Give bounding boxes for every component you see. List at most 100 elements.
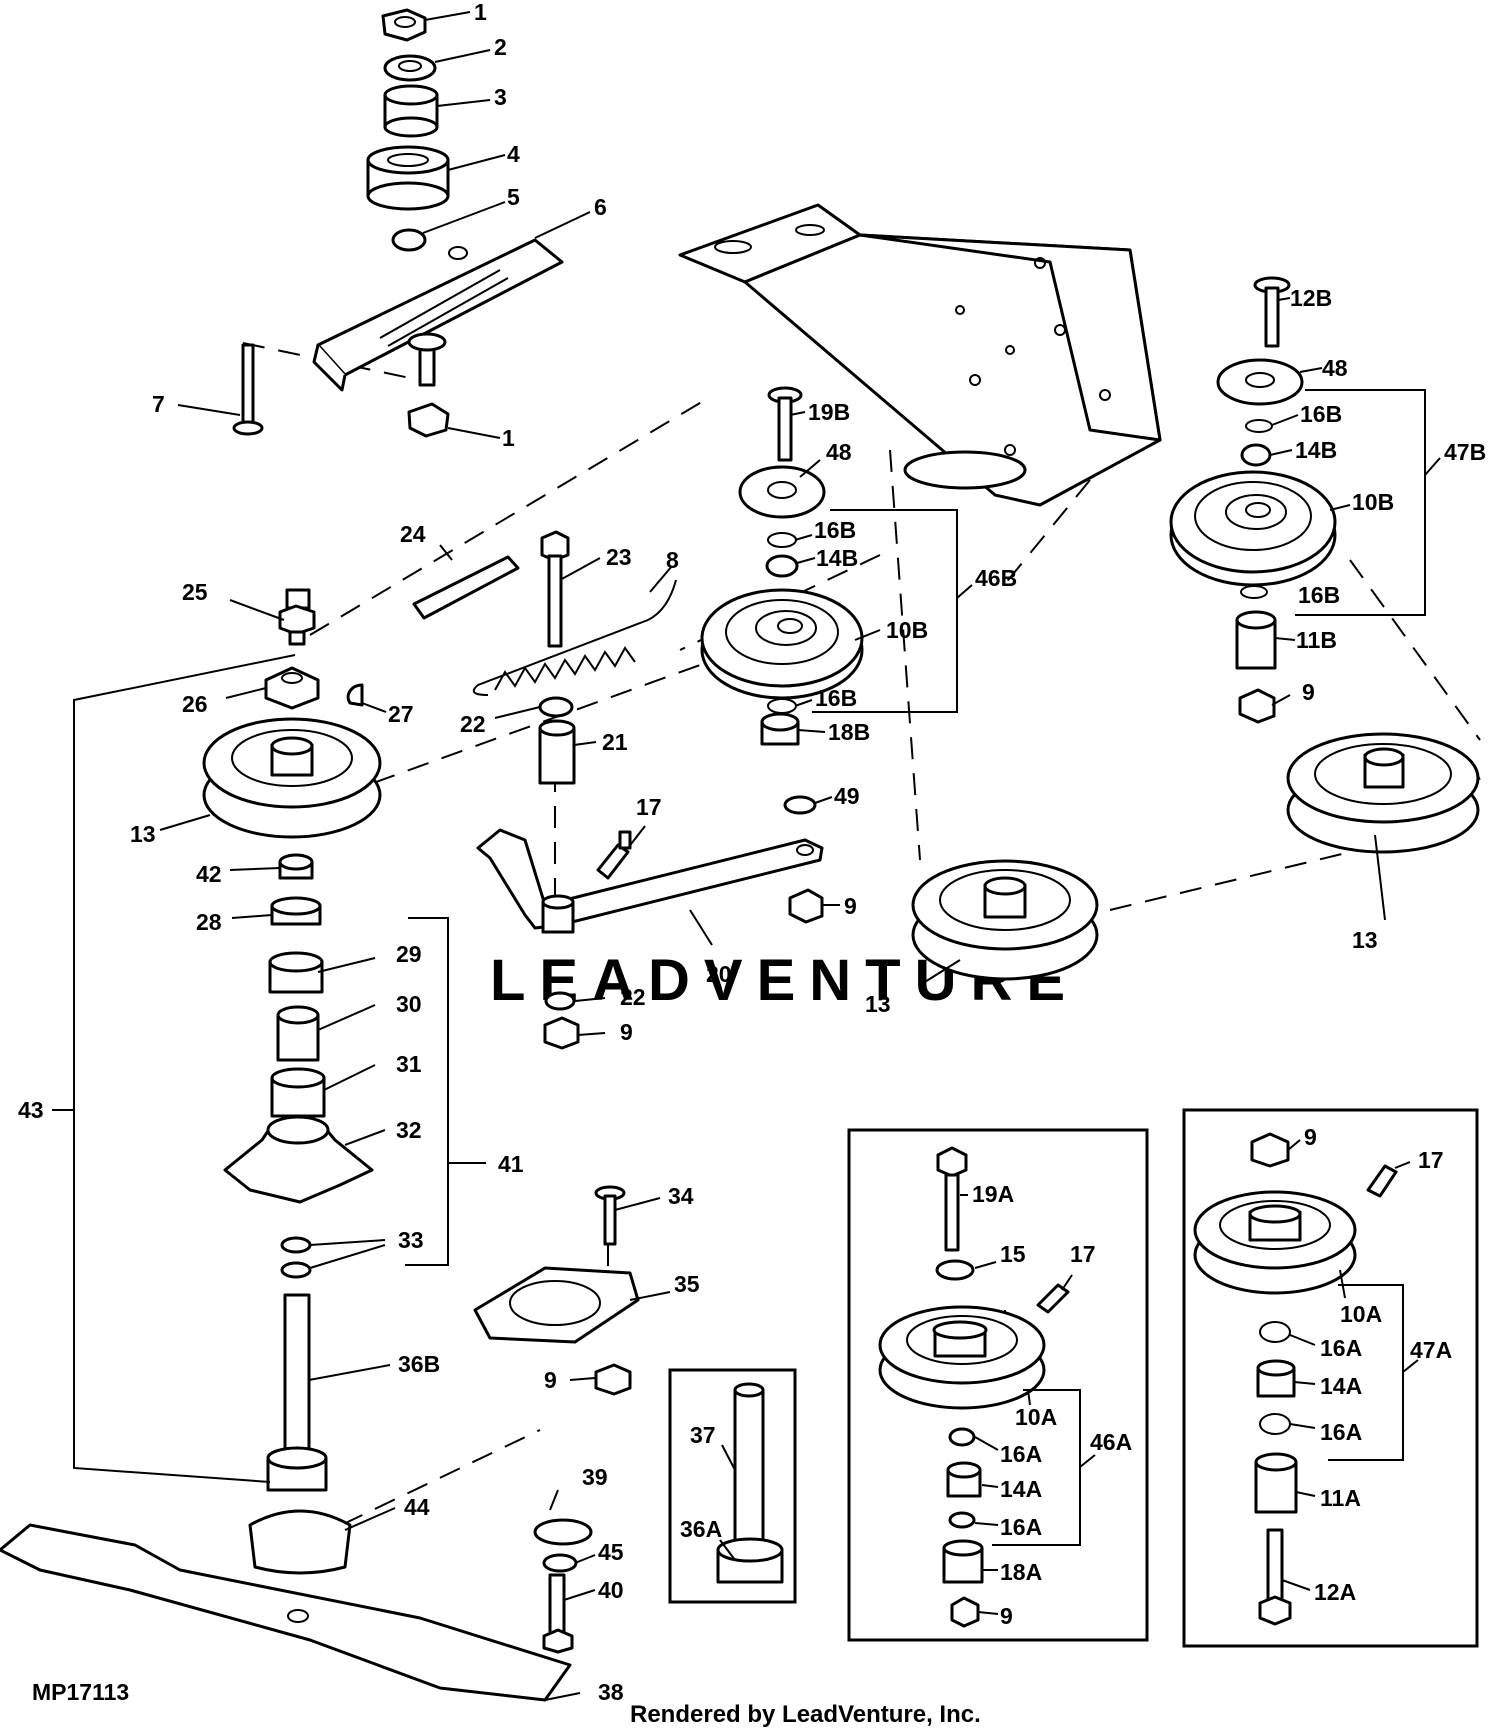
- part-snap-ring-16A-a: [948, 1427, 976, 1447]
- part-snap-ring-16B-b: [1240, 585, 1268, 599]
- part-washer-48a: [1216, 358, 1304, 406]
- part-lock-washer-5: [391, 228, 427, 252]
- part-pulley-10B-a: [1169, 470, 1337, 587]
- part-washer-2: [383, 54, 437, 82]
- part-key-27: [346, 683, 364, 707]
- part-washer-45: [542, 1553, 578, 1573]
- part-bearing-29: [268, 951, 324, 994]
- callout-16B-a: 16B: [1300, 401, 1342, 427]
- part-nut-9f: [1250, 1132, 1290, 1168]
- part-nut-9b: [788, 888, 824, 924]
- callout-4: 4: [507, 141, 520, 167]
- inset-box-47A: [1182, 1108, 1479, 1648]
- callout-3: 3: [494, 84, 507, 110]
- callout-16B-c: 16B: [814, 517, 856, 543]
- part-bolt-34: [594, 1185, 626, 1246]
- callout-5: 5: [507, 184, 520, 210]
- part-bolt-19B: [767, 386, 803, 462]
- callout-9a: 9: [1302, 679, 1315, 705]
- part-bolt-12B: [1253, 276, 1291, 348]
- part-bolt-40: [542, 1573, 574, 1654]
- part-snap-ring-16B-d: [767, 698, 797, 714]
- callout-34: 34: [668, 1183, 694, 1209]
- callout-12B: 12B: [1290, 285, 1332, 311]
- callout-10A-b: 10A: [1340, 1301, 1382, 1327]
- part-spacer-3: [383, 84, 439, 138]
- callout-22b: 22: [620, 984, 646, 1010]
- part-grease-fitting-17b: [1036, 1283, 1070, 1314]
- part-pulley-10B-b: [700, 588, 864, 700]
- part-pulley-10A-a: [878, 1305, 1046, 1410]
- callout-16A-d: 16A: [1320, 1419, 1362, 1445]
- part-bushing-21: [538, 719, 576, 785]
- callout-9f: 9: [1304, 1124, 1317, 1150]
- part-nut-9c: [543, 1016, 580, 1050]
- leader-lines: [159, 11, 1411, 1701]
- callout-48a: 48: [1322, 355, 1348, 381]
- part-snap-ring-16B-c: [767, 532, 797, 548]
- part-pulley-13-center: [911, 859, 1099, 981]
- callout-9b: 9: [844, 893, 857, 919]
- callout-31: 31: [396, 1051, 422, 1077]
- callout-9d: 9: [544, 1367, 557, 1393]
- callout-25: 25: [182, 579, 208, 605]
- part-washer-49: [783, 795, 817, 815]
- callout-46B: 46B: [975, 565, 1017, 591]
- part-snap-ring-16A-d: [1259, 1413, 1291, 1435]
- callout-7: 7: [152, 391, 165, 417]
- part-bearing-36A: [716, 1537, 784, 1584]
- callout-16B-b: 16B: [1298, 582, 1340, 608]
- part-snap-ring-16A-c: [1259, 1321, 1291, 1343]
- callout-44: 44: [404, 1494, 430, 1520]
- callout-17b: 17: [1070, 1241, 1096, 1267]
- callout-48b: 48: [826, 439, 852, 465]
- callout-12A: 12A: [1314, 1579, 1356, 1605]
- diagram-code: MP17113: [32, 1679, 129, 1705]
- part-bolt-12A: [1258, 1528, 1292, 1626]
- callout-45: 45: [598, 1539, 624, 1565]
- callout-47A: 47A: [1410, 1337, 1452, 1363]
- part-seal-28: [270, 896, 322, 926]
- callout-24: 24: [400, 521, 426, 547]
- part-blade-38: [0, 1523, 572, 1702]
- callout-21: 21: [602, 729, 628, 755]
- callout-9e: 9: [1000, 1603, 1013, 1629]
- callout-10B-b: 10B: [886, 617, 928, 643]
- part-bearing-31: [270, 1067, 326, 1118]
- callout-41: 41: [498, 1151, 524, 1177]
- part-bearing-14B-a: [1240, 443, 1272, 467]
- callout-18B: 18B: [828, 719, 870, 745]
- part-plate-35: [473, 1266, 640, 1344]
- part-spindle-36B: [266, 1293, 328, 1492]
- part-washer-15: [935, 1259, 975, 1281]
- part-grease-fitting-17c: [1366, 1164, 1398, 1198]
- part-idler-arm-20: [476, 828, 824, 934]
- part-washer-48b: [738, 465, 826, 519]
- callout-11B: 11B: [1296, 627, 1337, 653]
- callout-14A-b: 14A: [1320, 1373, 1362, 1399]
- part-bushing-4: [366, 145, 450, 211]
- part-snap-ring-16A-b: [948, 1511, 976, 1529]
- part-pulley-13-right: [1286, 732, 1480, 854]
- callout-39: 39: [582, 1464, 608, 1490]
- callout-14A-a: 14A: [1000, 1476, 1042, 1502]
- callout-40: 40: [598, 1577, 624, 1603]
- part-nut-9d: [594, 1363, 632, 1396]
- part-spacer-30: [276, 1005, 320, 1062]
- callout-36A: 36A: [680, 1516, 722, 1542]
- callout-37: 37: [690, 1422, 716, 1448]
- callout-17a: 17: [636, 794, 662, 820]
- callout-22a: 22: [460, 711, 486, 737]
- part-bearing-14A-b: [1256, 1359, 1296, 1398]
- part-spring-8: [472, 579, 677, 696]
- part-bolt-23: [540, 530, 570, 648]
- callout-19B: 19B: [808, 399, 850, 425]
- part-spacer-11B: [1235, 610, 1277, 670]
- part-seals-33: [280, 1236, 312, 1279]
- callout-2: 2: [494, 34, 507, 60]
- part-pulley-10A-b: [1193, 1190, 1357, 1295]
- part-bolt-center: [407, 332, 447, 387]
- callout-16A-a: 16A: [1000, 1441, 1042, 1467]
- callout-29: 29: [396, 941, 422, 967]
